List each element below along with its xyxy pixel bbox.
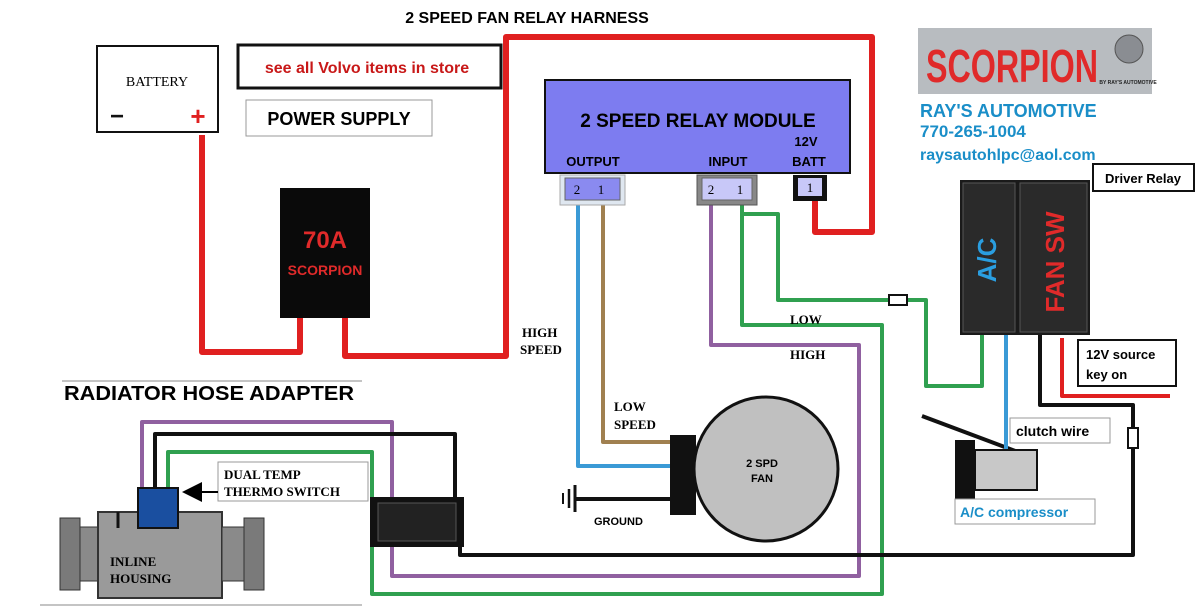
green-wire-relay-to-ac [907,298,984,388]
clutch-wire-label: clutch wire [1016,423,1089,439]
fan-label-2: FAN [751,473,773,485]
battery-label: BATTERY [126,75,188,90]
clutch-wire-line [921,414,1019,454]
wire-label-ground: GROUND [594,516,643,528]
battery: BATTERY − + [96,45,219,133]
12v-source-line-2: key on [1086,367,1127,382]
input-pin-2: 2 [708,182,715,197]
logo-text: SCORPION [926,40,1098,92]
driver-relay-label-box: Driver Relay [1092,163,1195,192]
red-wire-fuse-to-module [342,34,875,359]
module-batt-label-1: 12V [794,134,817,149]
logo-emblem-icon [1114,34,1144,64]
fan-motor: 2 SPD FAN [670,395,840,543]
store-link[interactable]: see all Volvo items in store [236,43,503,90]
brown-wire-output-to-fan [601,205,670,444]
inline-fuse-green [888,294,908,306]
batt-pin-1: 1 [807,180,814,195]
fuse-70a: 70A SCORPION [280,188,370,318]
fan-label-1: 2 SPD [746,458,778,470]
housing-label-2: HOUSING [110,571,171,586]
driver-relay: A/C FAN SW [960,180,1090,335]
12v-source-box: 12V source key on [1077,339,1177,387]
housing-label-1: INLINE [110,554,156,569]
power-supply-label: POWER SUPPLY [267,109,410,129]
company-name: RAY'S AUTOMOTIVE [920,101,1097,121]
red-wire-12v-source [1060,338,1170,398]
wire-label-high: HIGH [790,347,825,362]
driver-relay-label: Driver Relay [1105,171,1182,186]
output-connector: 2 1 [559,174,626,206]
relay-ac-label: A/C [972,237,1002,282]
scorpion-logo: SCORPION BY RAY'S AUTOMOTIVE [918,28,1157,94]
input-pin-1: 1 [737,182,744,197]
black-wire-fan-sw-to-clutch [458,335,1135,557]
output-pin-2: 2 [574,182,581,197]
module-title: 2 SPEED RELAY MODULE [580,111,815,132]
logo-subtext: BY RAY'S AUTOMOTIVE [1099,80,1157,86]
thermo-connector-block [370,497,464,547]
ac-compressor [955,440,1038,500]
wire-label-high-speed-1: HIGH [522,325,557,340]
battery-plus-terminal: + [190,101,205,131]
red-wire-battery-to-fuse [199,135,303,355]
wire-label-low-speed-2: SPEED [614,417,656,432]
wire-label-high-speed-2: SPEED [520,342,562,357]
thermo-switch-line-2: THERMO SWITCH [224,484,340,499]
ground-symbol-icon [562,485,577,512]
diagram-title: 2 SPEED FAN RELAY HARNESS [405,10,649,27]
clutch-wire-box: clutch wire [1009,417,1111,444]
purple-wire-input-loop [140,205,861,578]
fuse-amps: 70A [303,227,347,254]
fuse-brand: SCORPION [288,262,363,278]
12v-source-line-1: 12V source [1086,347,1155,362]
company-email[interactable]: raysautohlpc@aol.com [920,147,1096,164]
relay-fan-sw-label: FAN SW [1040,211,1070,313]
power-supply-label-box: POWER SUPPLY [245,99,433,137]
batt-connector: 1 [793,175,827,201]
black-wire-thermo-switch [153,432,457,500]
thermo-switch [137,487,179,529]
relay-module: 2 SPEED RELAY MODULE OUTPUT INPUT 12V BA… [544,79,851,174]
input-connector: 2 1 [696,174,758,206]
output-pin-1: 1 [598,182,605,197]
wire-label-low: LOW [790,312,822,327]
module-batt-label-2: BATT [792,154,826,169]
company-phone: 770-265-1004 [920,122,1026,141]
wire-label-low-speed-1: LOW [614,399,646,414]
radiator-hose-adapter-label: RADIATOR HOSE ADAPTER [64,383,355,405]
module-output-label: OUTPUT [566,154,620,169]
thermo-switch-label-box: DUAL TEMP THERMO SWITCH [217,461,369,502]
ac-compressor-label: A/C compressor [960,504,1069,520]
battery-minus-terminal: − [110,103,124,130]
blue-wire-output-to-fan [576,205,670,468]
green-wire-input-loop [166,214,884,596]
store-link-text[interactable]: see all Volvo items in store [265,60,469,77]
ac-compressor-label-box: A/C compressor [954,498,1096,525]
thermo-switch-line-1: DUAL TEMP [224,467,301,482]
module-input-label: INPUT [709,154,748,169]
green-wire-input-to-relay [740,205,889,302]
inline-fuse-clutch [1127,427,1139,449]
